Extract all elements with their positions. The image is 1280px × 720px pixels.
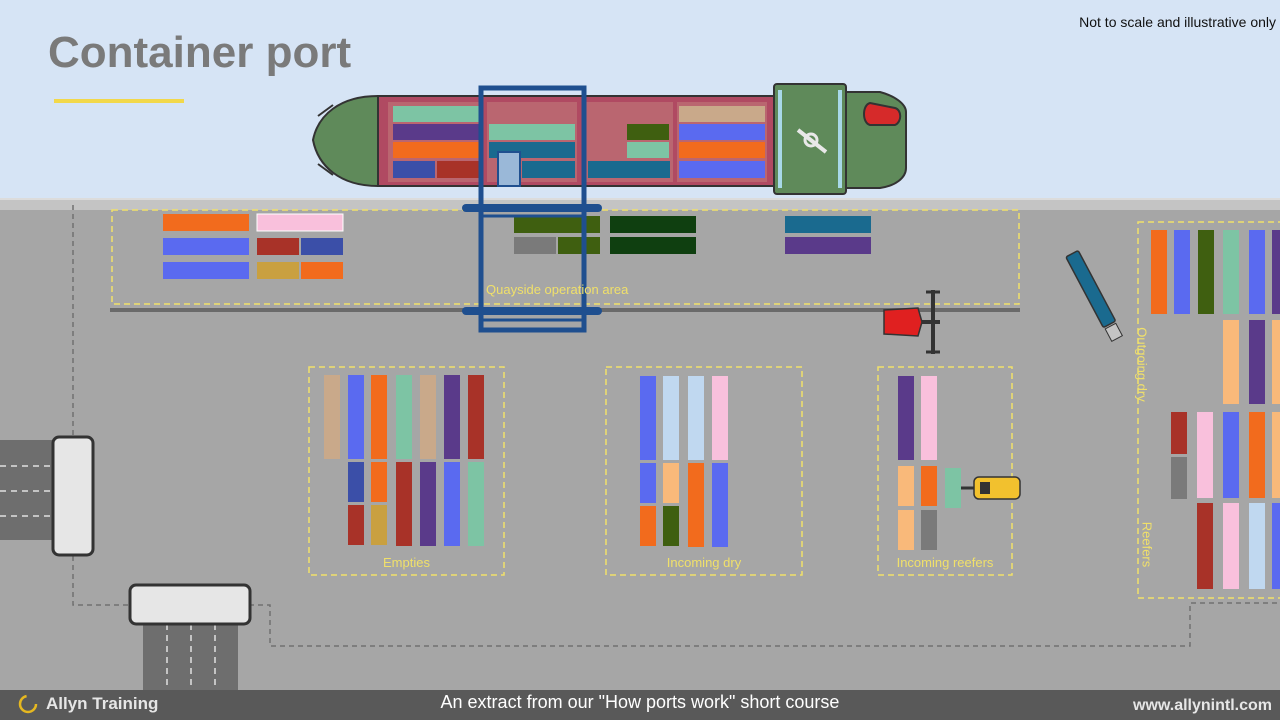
title-underline <box>54 99 184 103</box>
reefers-label: Reefers <box>1139 521 1155 568</box>
brand-name: Allyn Training <box>46 694 159 713</box>
reach-stacker <box>961 476 1021 500</box>
container-ship <box>311 83 907 195</box>
disclaimer-note: Not to scale and illustrative only <box>1079 14 1276 30</box>
outgoing-zone-border <box>1137 221 1280 599</box>
incoming-reefers-containers <box>898 376 961 550</box>
outgoing-containers <box>1151 230 1280 589</box>
quayside-label: Quayside operation area <box>486 282 629 297</box>
brand-logo-icon <box>18 694 38 714</box>
gate-bottom <box>128 583 252 692</box>
website-link[interactable]: www.allynintl.com <box>1133 697 1272 714</box>
brand[interactable]: Allyn Training <box>18 694 158 714</box>
ship-to-shore-crane <box>462 85 602 333</box>
truck-blue <box>1065 250 1124 342</box>
footer-bar <box>0 690 1280 720</box>
video-caption: An extract from our "How ports work" sho… <box>440 692 840 712</box>
incoming-dry-zone-border <box>605 366 803 576</box>
empties-label: Empties <box>383 555 430 570</box>
outgoing-dry-label: Outgoing dry <box>1134 327 1150 402</box>
road-paths <box>72 205 1280 647</box>
quay-edge <box>0 198 1280 210</box>
gate-left <box>0 435 95 557</box>
empties-zone-border <box>308 366 505 576</box>
page-title: Container port <box>48 28 352 77</box>
incoming-reefers-zone-border <box>877 366 1013 576</box>
incoming-dry-containers <box>640 376 728 547</box>
straddle-carrier <box>883 290 940 354</box>
empties-containers <box>324 375 484 546</box>
incoming-reefers-label: Incoming reefers <box>896 555 994 570</box>
quayside-containers <box>163 213 871 279</box>
incoming-dry-label: Incoming dry <box>666 555 742 570</box>
